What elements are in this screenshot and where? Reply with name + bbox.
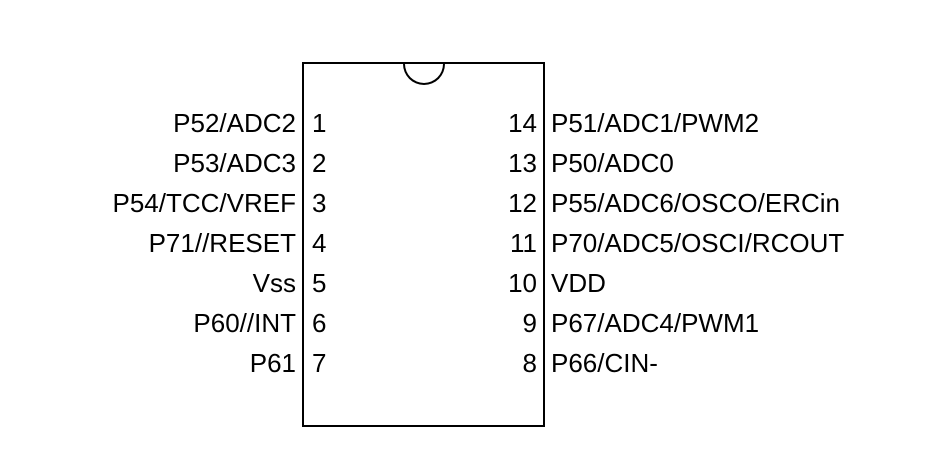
pin-11-number: 11 bbox=[510, 228, 537, 258]
pin-1-label: P52/ADC2 bbox=[173, 108, 296, 138]
pin-4-label: P71//RESET bbox=[148, 228, 296, 258]
pin-11-label: P70/ADC5/OSCI/RCOUT bbox=[551, 228, 845, 258]
pin-5-label: Vss bbox=[252, 268, 296, 298]
orientation-notch-icon bbox=[402, 64, 445, 85]
pin-4-number: 4 bbox=[312, 228, 327, 258]
pin-row: P52/ADC2 1 14 P51/ADC1/PWM2 bbox=[0, 103, 930, 143]
pin-2-label: P53/ADC3 bbox=[173, 148, 296, 178]
pin-7-label: P61 bbox=[249, 348, 296, 378]
pin-3-label: P54/TCC/VREF bbox=[112, 188, 297, 218]
pin-5-number: 5 bbox=[312, 268, 327, 298]
pin-13-number: 13 bbox=[508, 148, 537, 178]
pin-8-number: 8 bbox=[522, 348, 537, 378]
pin-2-number: 2 bbox=[312, 148, 327, 178]
pin-row: P54/TCC/VREF 3 12 P55/ADC6/OSCO/ERCin bbox=[0, 183, 930, 223]
pin-9-label: P67/ADC4/PWM1 bbox=[551, 308, 760, 338]
pin-6-label: P60//INT bbox=[193, 308, 296, 338]
pin-10-number: 10 bbox=[508, 268, 537, 298]
pin-1-number: 1 bbox=[312, 108, 327, 138]
pin-13-label: P50/ADC0 bbox=[551, 148, 674, 178]
pin-12-label: P55/ADC6/OSCO/ERCin bbox=[551, 188, 840, 218]
pin-row: P71//RESET 4 11 P70/ADC5/OSCI/RCOUT bbox=[0, 223, 930, 263]
pin-8-label: P66/CIN- bbox=[551, 348, 658, 378]
pin-row: P61 7 8 P66/CIN- bbox=[0, 343, 930, 383]
pin-14-label: P51/ADC1/PWM2 bbox=[551, 108, 760, 138]
pin-10-label: VDD bbox=[551, 268, 606, 298]
pin-6-number: 6 bbox=[312, 308, 327, 338]
ic-chip-body bbox=[302, 62, 545, 427]
pin-14-number: 14 bbox=[508, 108, 537, 138]
pin-row: P53/ADC3 2 13 P50/ADC0 bbox=[0, 143, 930, 183]
pin-row: Vss 5 10 VDD bbox=[0, 263, 930, 303]
pin-3-number: 3 bbox=[312, 188, 327, 218]
pin-9-number: 9 bbox=[522, 308, 537, 338]
pin-12-number: 12 bbox=[508, 188, 537, 218]
pin-row: P60//INT 6 9 P67/ADC4/PWM1 bbox=[0, 303, 930, 343]
pin-7-number: 7 bbox=[312, 348, 327, 378]
